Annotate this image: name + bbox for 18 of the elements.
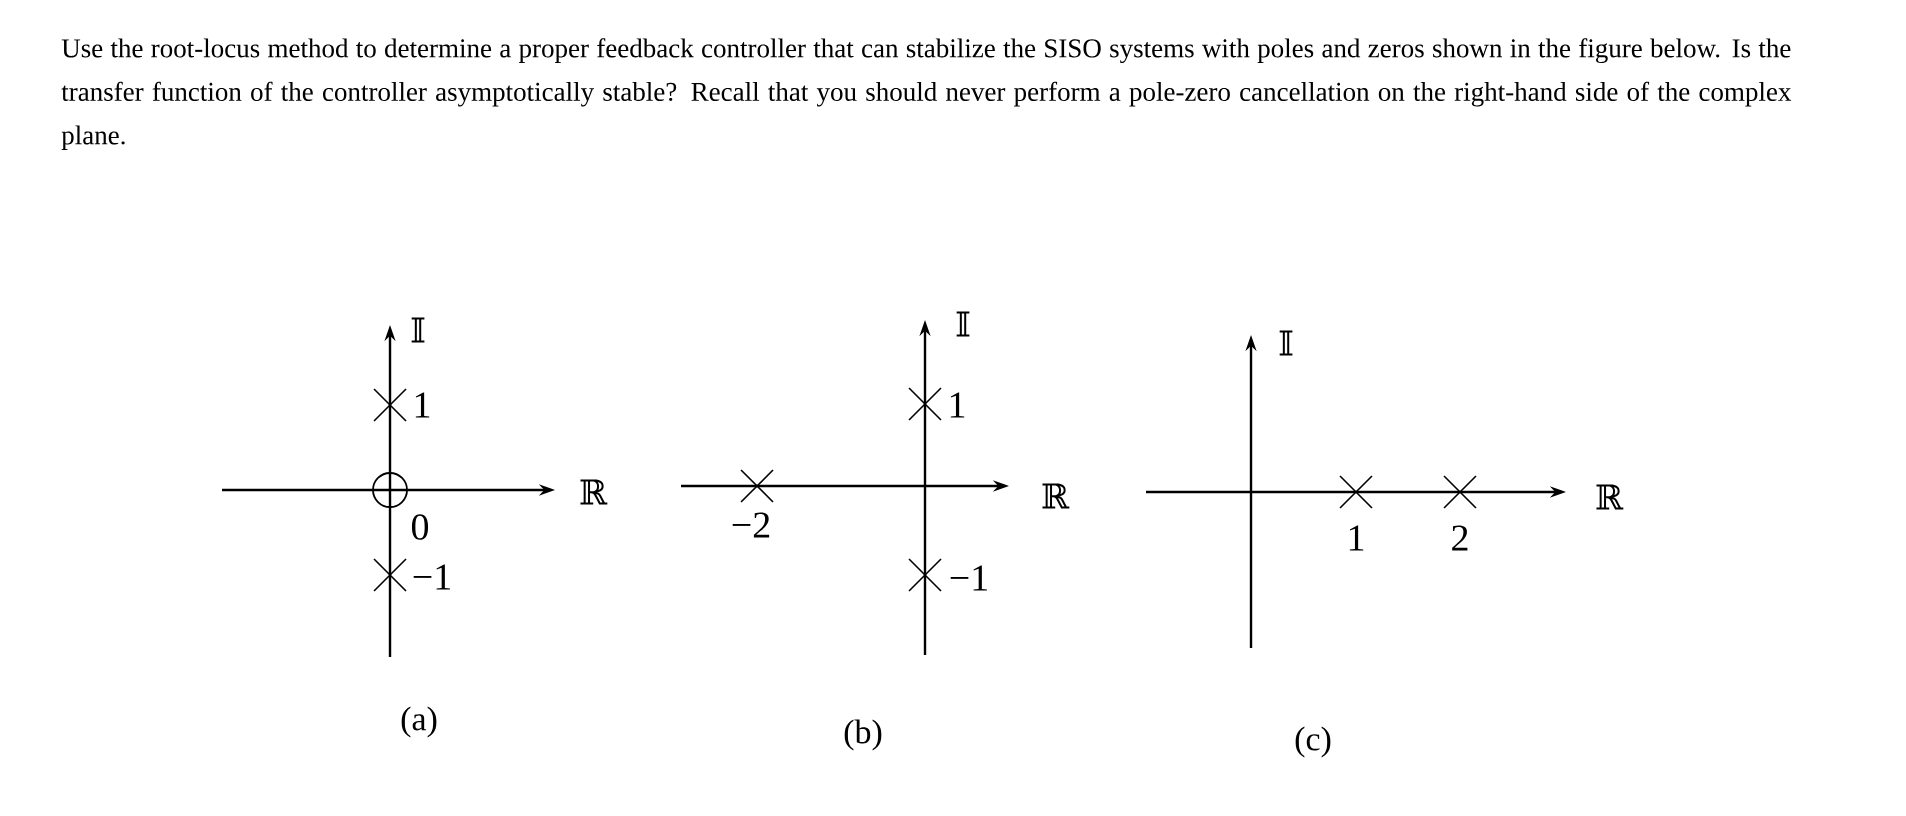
value-label: 1 (415, 392, 430, 418)
value-label: −2 (732, 512, 770, 538)
value-label: −1 (413, 564, 450, 590)
axis-label: 𝕀 (1279, 330, 1293, 356)
value-label: 1 (950, 392, 965, 418)
value-label: 0 (411, 514, 429, 540)
value-label: −1 (950, 565, 987, 591)
panel-label: (a) (401, 706, 437, 738)
axis-label: ℝ (1042, 483, 1070, 509)
axis-label: ℝ (1596, 484, 1624, 510)
panel-label: (b) (844, 719, 882, 751)
axis-label: 𝕀 (956, 311, 970, 337)
axis-label: 𝕀 (411, 317, 425, 343)
panel-label: (c) (1295, 726, 1331, 758)
question-text: Use the root-locus method to determine a proper feedback controller that can stabilize the SISO systems with poles and zeros shown in the figure below. Is the transfer function of the controller asymptotically stable? Recall that you should never perform a pole-zero cancellation on the right-hand side of the complex plane. (61, 38, 1792, 150)
value-label: 2 (1452, 525, 1468, 551)
axis-label: ℝ (580, 479, 608, 505)
value-label: 1 (1349, 525, 1364, 551)
